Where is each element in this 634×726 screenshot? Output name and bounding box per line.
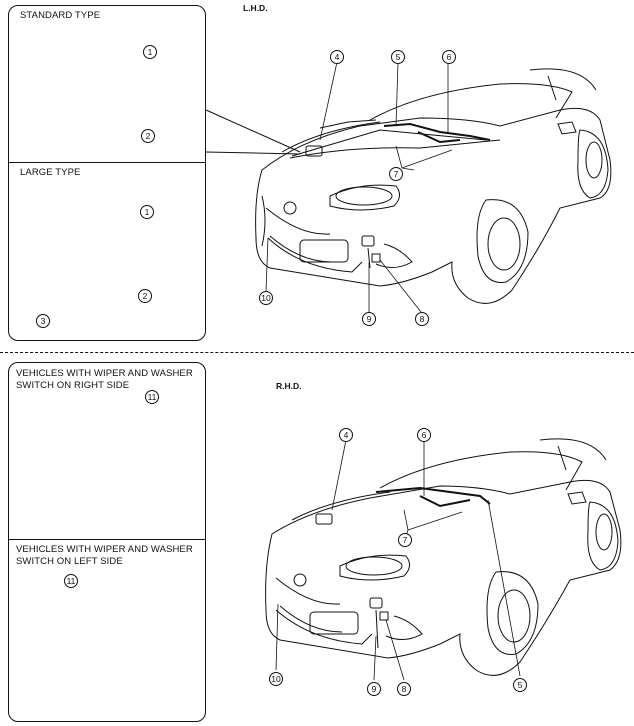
large-type-label: LARGE TYPE xyxy=(20,167,81,178)
callout-6-lhd: 6 xyxy=(442,50,456,64)
callout-1-standard: 1 xyxy=(143,45,157,59)
leader-line-to-car xyxy=(205,109,301,155)
callout-10-rhd: 10 xyxy=(269,672,283,686)
callout-7-rhd: 7 xyxy=(398,533,412,547)
left-side-switch-label: VEHICLES WITH WIPER AND WASHER SWITCH ON… xyxy=(16,544,193,567)
rhd-header: R.H.D. xyxy=(276,381,302,391)
callout-11-right-side: 11 xyxy=(145,390,159,404)
rhd-leader-lines xyxy=(275,439,521,681)
callout-2-standard: 2 xyxy=(141,129,155,143)
callout-10-lhd: 10 xyxy=(259,291,273,305)
reservoir-panel-divider xyxy=(9,162,205,163)
callout-9-rhd: 9 xyxy=(367,682,381,696)
standard-type-label: STANDARD TYPE xyxy=(20,10,101,21)
lhd-leader-lines xyxy=(265,61,453,313)
callout-11-left-side: 11 xyxy=(64,574,78,588)
callout-7-lhd: 7 xyxy=(389,167,403,181)
reservoir-panel xyxy=(8,5,206,341)
callout-8-rhd: 8 xyxy=(397,682,411,696)
section-separator xyxy=(0,352,634,353)
callout-5-rhd: 5 xyxy=(513,678,527,692)
callout-3-large: 3 xyxy=(36,314,50,328)
callout-8-lhd: 8 xyxy=(415,312,429,326)
right-side-switch-label: VEHICLES WITH WIPER AND WASHER SWITCH ON… xyxy=(16,368,193,391)
callout-5-lhd: 5 xyxy=(391,50,405,64)
car-lhd-drawing xyxy=(255,68,612,304)
car-rhd-drawing xyxy=(265,438,622,676)
callout-4-rhd: 4 xyxy=(339,428,353,442)
switch-panel xyxy=(8,362,206,722)
callout-2-large: 2 xyxy=(138,289,152,303)
lhd-header: L.H.D. xyxy=(243,3,268,13)
callout-4-lhd: 4 xyxy=(330,50,344,64)
callout-1-large: 1 xyxy=(140,205,154,219)
callout-9-lhd: 9 xyxy=(362,312,376,326)
switch-panel-divider xyxy=(9,539,205,540)
callout-6-rhd: 6 xyxy=(417,428,431,442)
